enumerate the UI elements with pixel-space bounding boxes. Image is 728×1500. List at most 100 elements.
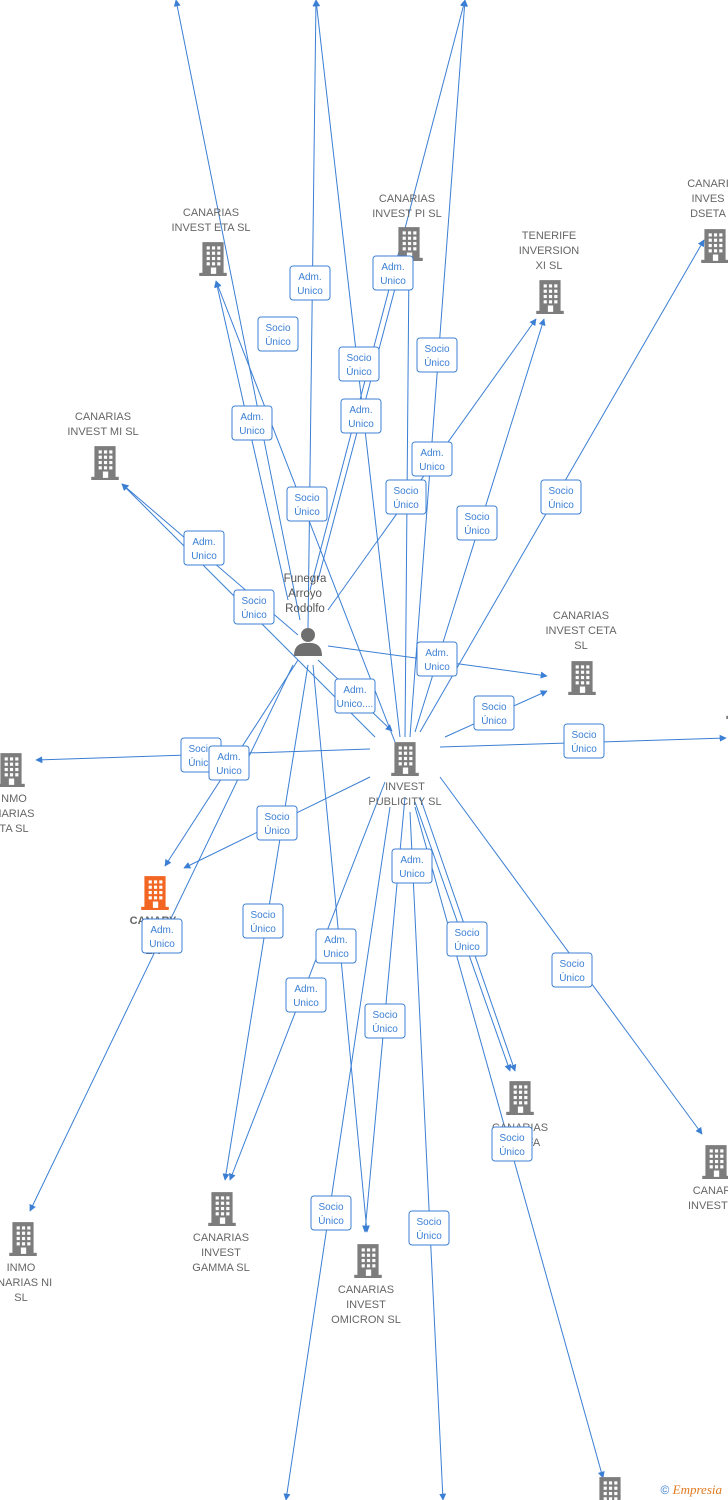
relation-label-text: Único xyxy=(241,608,267,621)
building-icon xyxy=(141,876,169,910)
relation-label-text: Socio xyxy=(265,323,290,334)
relation-label-box xyxy=(416,337,458,373)
company-label-line: CANARIAS xyxy=(75,411,131,423)
relation-label[interactable]: Adm.Unico xyxy=(285,977,327,1013)
building-icon xyxy=(702,1145,728,1179)
relation-label-text: Socio xyxy=(454,928,479,939)
relation-label[interactable]: Adm.Unico xyxy=(231,405,273,441)
relation-label-text: Adm. xyxy=(381,262,404,273)
relation-label-text: Unico.... xyxy=(337,699,374,710)
company-node-mi[interactable]: CANARIAS INVEST MI SL xyxy=(67,411,139,480)
relation-label-text: Socio xyxy=(571,730,596,741)
relation-label-text: Adm. xyxy=(240,412,263,423)
company-label-line: INVEST MI SL xyxy=(67,426,138,438)
relation-label-text: Adm. xyxy=(217,752,240,763)
relation-label-box xyxy=(372,255,414,291)
relation-label-box xyxy=(391,848,433,884)
relation-label-text: Socio xyxy=(393,486,418,497)
building-icon xyxy=(0,753,25,787)
edge-line xyxy=(409,811,447,1500)
edge-line xyxy=(173,0,301,621)
relation-label-text: Único xyxy=(571,742,597,755)
relation-label-text: Único xyxy=(265,335,291,348)
relation-label-box xyxy=(408,1210,450,1246)
company-label-line: NARIAS xyxy=(0,808,34,820)
relation-label-text: Único xyxy=(188,756,214,769)
relation-label[interactable]: Adm.Unico xyxy=(372,255,414,291)
relation-label-box xyxy=(456,505,498,541)
relation-label[interactable]: Adm.Unico xyxy=(416,641,458,677)
relation-label-text: Único xyxy=(294,505,320,518)
relation-label-text: Socio xyxy=(346,353,371,364)
relation-label-box xyxy=(231,405,273,441)
brand-logo[interactable]: Empresia xyxy=(672,1482,722,1497)
relation-label[interactable]: Adm.Unico xyxy=(141,918,183,954)
relation-label[interactable]: Adm.Unico.... xyxy=(334,678,376,714)
relation-label[interactable]: Adm.Unico xyxy=(391,848,433,884)
company-label-line: INVERSION xyxy=(519,245,580,257)
relation-label-text: Unico xyxy=(419,462,445,473)
relation-label-box xyxy=(491,1126,533,1162)
person-name-line: Rodolfo xyxy=(285,603,325,615)
relation-label[interactable]: Adm.Unico xyxy=(340,398,382,434)
person-name-line: Arroyo xyxy=(288,588,322,600)
building-icon xyxy=(391,742,419,776)
relation-label-text: Único xyxy=(499,1145,525,1158)
company-label-line: CANARIAS xyxy=(379,193,435,205)
relation-label-text: Unico xyxy=(149,939,175,950)
relation-label[interactable]: Adm.Unico xyxy=(411,441,453,477)
relation-label-text: Unico xyxy=(191,551,217,562)
relation-label-box xyxy=(540,479,582,515)
copyright-symbol: © xyxy=(660,1483,670,1497)
company-label-line: TA SL xyxy=(0,823,29,835)
relation-label-text: Único xyxy=(559,971,585,984)
relation-label-text: Unico xyxy=(297,286,323,297)
relation-label-box xyxy=(141,918,183,954)
company-node-inmo_left[interactable]: NMONARIASTA SL xyxy=(0,753,34,835)
relation-label-text: Unico xyxy=(293,998,319,1009)
relation-label-text: Único xyxy=(250,922,276,935)
relation-label[interactable]: Adm.Unico xyxy=(208,745,250,781)
person-name-line: Funegra xyxy=(284,573,327,585)
building-icon xyxy=(701,229,728,263)
relation-label-box xyxy=(310,1195,352,1231)
relation-label-text: Socio xyxy=(416,1217,441,1228)
company-node-bottom[interactable] xyxy=(596,1477,624,1500)
relation-label[interactable]: Adm.Unico xyxy=(183,530,225,566)
relation-label[interactable]: Adm.Unico xyxy=(289,265,331,301)
relation-label-text: Único xyxy=(454,940,480,953)
relation-label[interactable]: Adm.Unico xyxy=(315,928,357,964)
building-icon xyxy=(506,1081,534,1115)
person-icon xyxy=(301,628,315,642)
relation-label-text: Adm. xyxy=(349,405,372,416)
